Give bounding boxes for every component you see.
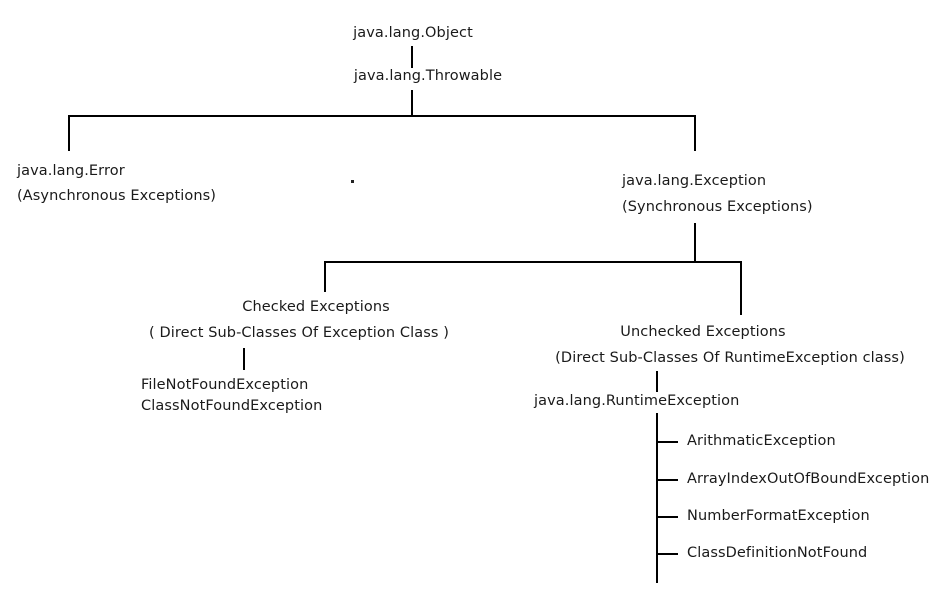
node-java-lang-object: java.lang.Object bbox=[353, 25, 473, 41]
edge-split-to-exception bbox=[694, 115, 696, 151]
edge-runtime-tick-4 bbox=[656, 553, 678, 555]
edge-checked-to-children bbox=[243, 348, 245, 370]
edge-runtime-tick-2 bbox=[656, 479, 678, 481]
edge-split-to-error bbox=[68, 115, 70, 151]
node-java-lang-runtimeexception: java.lang.RuntimeException bbox=[534, 393, 740, 409]
edge-unchecked-to-runtime bbox=[656, 371, 658, 392]
edge-throwable-split-bar bbox=[68, 115, 696, 117]
edge-exception-split-bar bbox=[324, 261, 742, 263]
node-unchecked-exceptions: Unchecked Exceptions bbox=[620, 324, 786, 340]
node-arithmatic-exception: ArithmaticException bbox=[687, 433, 836, 449]
node-number-format-exception: NumberFormatException bbox=[687, 508, 870, 524]
node-checked-exceptions-note: ( Direct Sub-Classes Of Exception Class … bbox=[149, 325, 449, 341]
node-java-lang-exception-note: (Synchronous Exceptions) bbox=[622, 199, 813, 215]
node-file-not-found-exception: FileNotFoundException bbox=[141, 377, 309, 393]
node-java-lang-error: java.lang.Error bbox=[17, 163, 125, 179]
edge-throwable-drop bbox=[411, 90, 413, 117]
node-class-definition-not-found: ClassDefinitionNotFound bbox=[687, 545, 868, 561]
node-java-lang-exception: java.lang.Exception bbox=[622, 173, 767, 189]
edge-split-to-checked bbox=[324, 261, 326, 292]
edge-exception-drop bbox=[694, 223, 696, 263]
node-checked-exceptions: Checked Exceptions bbox=[242, 299, 390, 315]
edge-runtime-tick-3 bbox=[656, 516, 678, 518]
node-java-lang-error-note: (Asynchronous Exceptions) bbox=[17, 188, 217, 204]
node-unchecked-exceptions-note: (Direct Sub-Classes Of RuntimeException … bbox=[555, 350, 905, 366]
artifact-speck bbox=[351, 180, 354, 183]
node-class-not-found-exception: ClassNotFoundException bbox=[141, 398, 323, 414]
edge-object-to-throwable bbox=[411, 46, 413, 68]
edge-runtime-children-spine bbox=[656, 413, 658, 583]
node-array-index-out-of-bound-exception: ArrayIndexOutOfBoundException bbox=[687, 471, 930, 487]
node-java-lang-throwable: java.lang.Throwable bbox=[353, 68, 503, 84]
edge-split-to-unchecked bbox=[740, 261, 742, 315]
edge-runtime-tick-1 bbox=[656, 441, 678, 443]
